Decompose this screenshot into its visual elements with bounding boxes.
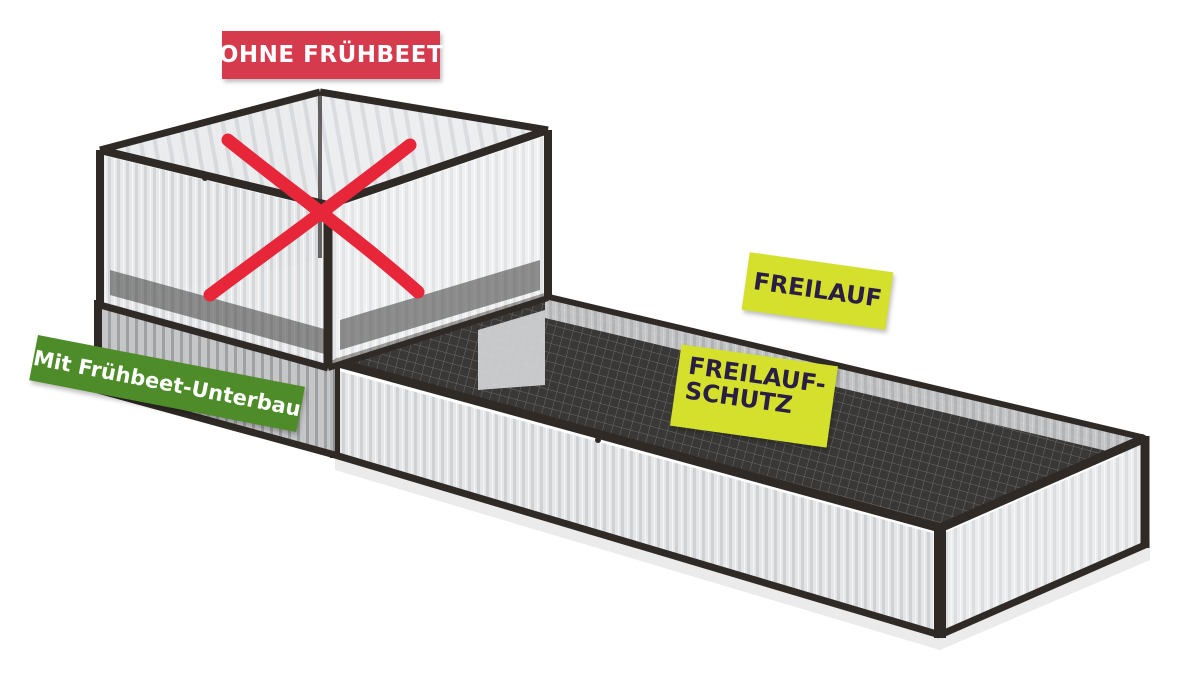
red-cross-mark — [203, 133, 425, 302]
label-ohne-fruehbeet: OHNE FRÜHBEET — [219, 31, 443, 79]
